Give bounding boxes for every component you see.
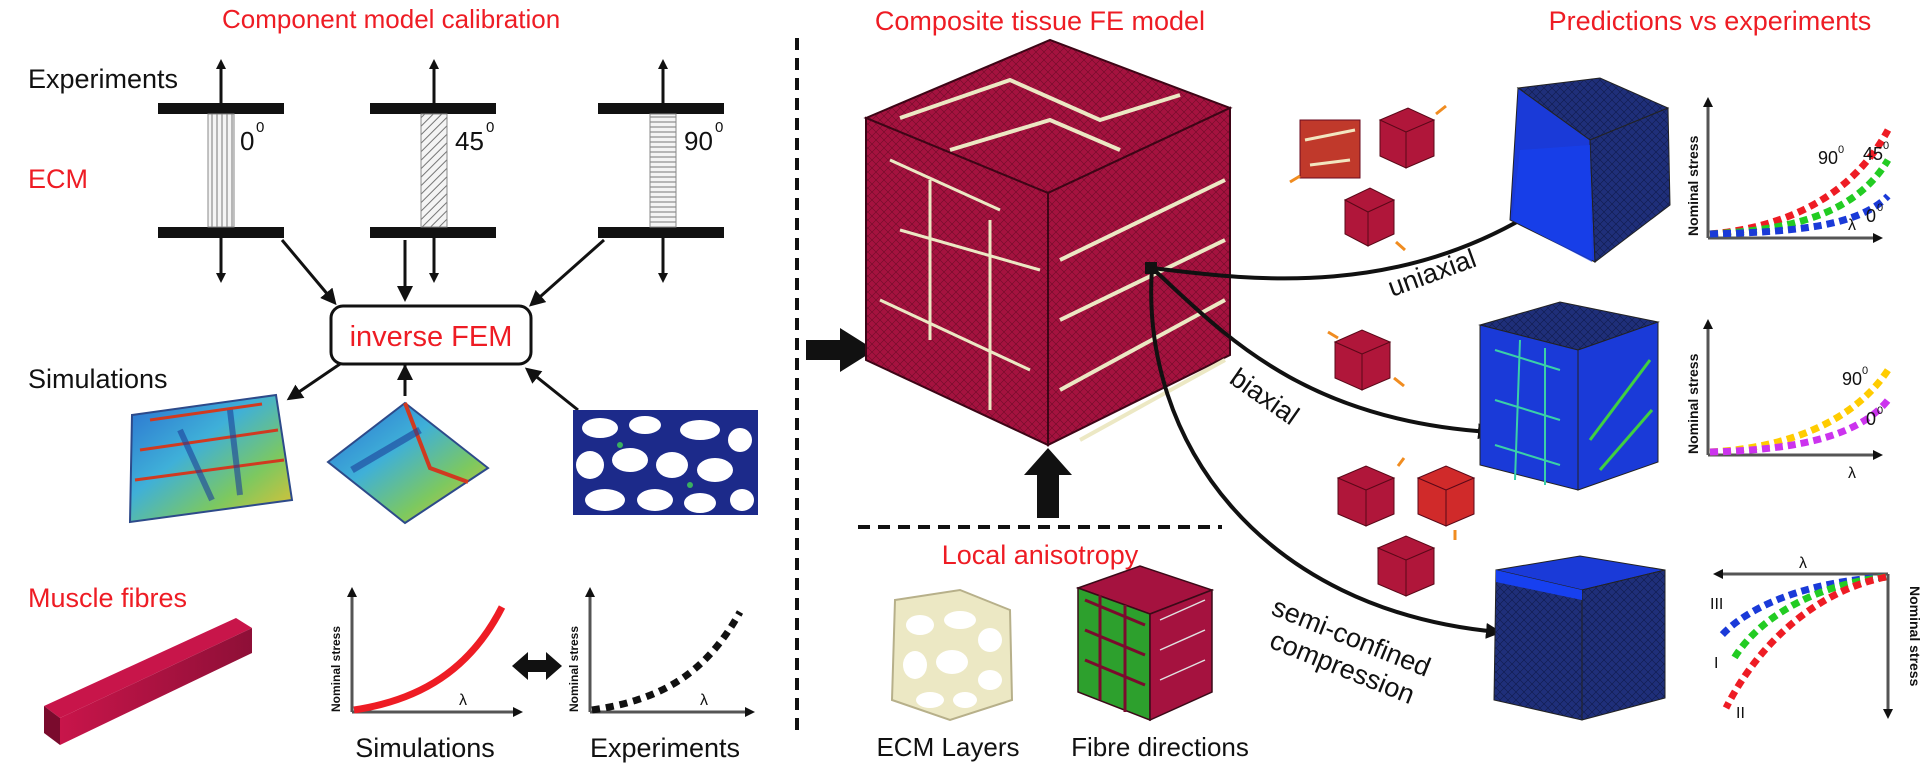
arrow-anisotropy-to-fe [1024,448,1072,518]
arrow-sim3-to-fem [524,367,579,412]
tensile-test-45deg [370,59,496,283]
compression-xlabel: λ [1799,555,1807,572]
uniaxial-plot [1703,97,1892,243]
anisotropy-title: Local anisotropy [942,540,1139,570]
angle-0-degree: 0 [256,119,264,136]
biaxial-ylabel: Nominal stress [1685,353,1701,454]
compare-double-arrow [512,652,562,680]
sim-curve [353,605,506,714]
arrow-fem-to-sim1 [286,362,341,401]
uniaxial-deformed-cube [1509,77,1671,263]
exp-plot-ylabel: Nominal stress [567,626,581,712]
compression-ylabel: Nominal stress [1907,586,1920,687]
compression-deformed-cube [1493,555,1666,721]
angle-0-label: 0 [240,126,254,156]
arrow-0-to-fem [280,239,337,306]
biaxial-0-label: 0 [1866,409,1876,429]
compression-thumbnails [1336,457,1476,597]
uniaxial-ylabel: Nominal stress [1685,135,1701,236]
biaxial-plot [1703,319,1891,460]
simulations-label: Simulations [28,364,168,394]
ecm-layers-image [890,588,1014,722]
inverse-fem-label: inverse FEM [350,321,513,353]
uniaxial-label: uniaxial [1384,243,1480,303]
uniaxial-0-label: 0 [1866,206,1876,226]
arrow-into-fe-model [806,328,875,372]
exp-plot-caption: Experiments [590,733,740,763]
fibre-directions-label: Fibre directions [1071,732,1249,762]
predictions-title: Predictions vs experiments [1549,6,1872,36]
compression-II-label: II [1736,705,1745,722]
experiments-label: Experiments [28,64,178,94]
exp-curve [591,610,744,714]
uniaxial-0-degree: 0 [1877,202,1883,214]
uniaxial-90-label: 90 [1818,148,1838,168]
biaxial-thumbnail [1327,329,1405,391]
ecm-layers-label: ECM Layers [876,732,1019,762]
tensile-test-0deg [158,59,284,283]
fibre-directions-cube [1075,565,1215,722]
sim-plot-xlabel: λ [459,692,467,709]
sim-plot-ylabel: Nominal stress [329,626,343,712]
uniaxial-arrow [1151,202,1549,281]
angle-90-label: 90 [684,126,713,156]
compression-I-label: I [1714,655,1718,672]
muscle-fibre-rod [44,618,252,745]
muscle-fibres-label: Muscle fibres [28,583,187,613]
compression-arrow [1149,267,1502,639]
biaxial-deformed-cube [1478,301,1660,491]
uniaxial-thumbnails [1289,104,1447,252]
sim-stress-plot [347,587,523,717]
sim-result-sheet-2 [326,401,490,525]
ecm-label: ECM [28,164,88,194]
fe-model-title: Composite tissue FE model [875,6,1205,36]
exp-plot-xlabel: λ [700,692,708,709]
biaxial-xlabel: λ [1848,465,1856,482]
arrow-90-to-fem [529,238,605,307]
angle-90-degree: 0 [715,119,723,136]
biaxial-90-degree: 0 [1862,365,1868,377]
uniaxial-90-degree: 0 [1838,144,1844,156]
biaxial-arrow [1150,266,1494,440]
sim-plot-caption: Simulations [355,733,495,763]
uniaxial-45-degree: 0 [1883,140,1889,152]
biaxial-label: biaxial [1225,362,1305,430]
sim-result-ecm-network [573,410,758,515]
uniaxial-xlabel: λ [1848,217,1856,234]
compression-plot [1713,569,1893,719]
composite-fe-cube [863,38,1233,447]
compression-III-label: III [1710,596,1723,613]
tensile-test-90deg [598,59,724,283]
biaxial-0-degree: 0 [1877,405,1883,417]
sim-result-sheet-1 [128,393,294,524]
exp-stress-plot [585,587,755,717]
inverse-fem-box [329,304,533,366]
angle-45-degree: 0 [486,119,494,136]
biaxial-90-label: 90 [1842,369,1862,389]
angle-45-label: 45 [455,126,484,156]
uniaxial-45-label: 45 [1863,144,1883,164]
calibration-title: Component model calibration [222,4,560,34]
